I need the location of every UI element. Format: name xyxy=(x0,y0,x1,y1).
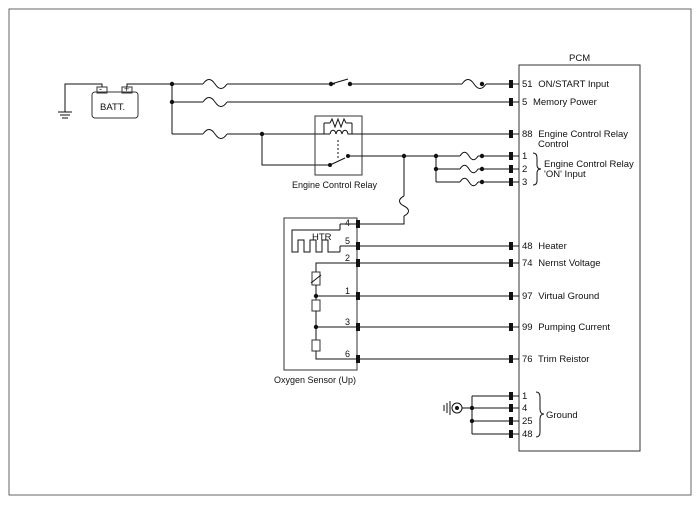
memory-power-line xyxy=(172,97,519,107)
pcm-pin-number: 99 xyxy=(522,322,533,333)
pcm-pin-number: 74 xyxy=(522,258,533,269)
on-start-line xyxy=(172,78,519,89)
relay-supply-line xyxy=(172,129,330,166)
battery-positive-wire xyxy=(126,83,172,87)
svg-text:48 Heater: 48 Heater xyxy=(522,241,567,252)
o2-pin-label: 1 xyxy=(345,286,350,296)
svg-text:76 Trim Reistor: 76 Trim Reistor xyxy=(522,354,589,365)
cell-resistor-icon xyxy=(311,339,321,352)
svg-text:97 Virtual Ground: 97 Virtual Ground xyxy=(522,291,599,302)
battery-pos-symbol: + xyxy=(124,84,129,94)
heater-element-icon xyxy=(291,229,340,253)
cell-resistor-icon xyxy=(311,299,321,312)
svg-text:99 Pumping Current: 99 Pumping Current xyxy=(522,322,610,333)
pcm-module: PCM xyxy=(518,53,641,452)
svg-text:74 Nernst Voltage: 74 Nernst Voltage xyxy=(522,258,601,269)
pcm-input-label: ON/START Input xyxy=(538,79,609,90)
pcm-input-label: Pumping Current xyxy=(538,322,610,333)
o2-pin-label: 6 xyxy=(345,349,350,359)
svg-text:88 Engine Control Relay: 88 Engine Control Relay xyxy=(522,129,628,140)
pcm-input-label: Engine Control Relay xyxy=(538,129,628,140)
o2-pin-label: 3 xyxy=(345,317,350,327)
pcm-title: PCM xyxy=(569,53,590,64)
pcm-input-label: Memory Power xyxy=(533,97,597,108)
relay-switch-contact xyxy=(329,157,346,166)
ground-pin: 4 xyxy=(522,403,527,414)
pcm-ground-lines xyxy=(462,392,519,438)
pcm-pin-number: 97 xyxy=(522,291,533,302)
relay-coil-icon xyxy=(329,129,352,135)
pcm-input-label: Heater xyxy=(538,241,567,252)
o2-pin-label: 2 xyxy=(345,253,350,263)
battery-ground-icon xyxy=(58,111,72,119)
svg-text:51 ON/START Input: 51 ON/START Input xyxy=(522,79,609,90)
relay-on-pin: 3 xyxy=(522,177,527,188)
relay-on-pin: 1 xyxy=(522,151,527,162)
heater-label: HTR xyxy=(312,232,332,243)
relay-output-lines xyxy=(356,151,519,225)
diagram-frame xyxy=(8,8,692,496)
o2-pin-label: 4 xyxy=(345,218,350,228)
battery-ground-wire xyxy=(64,83,103,112)
relay-box xyxy=(314,115,363,176)
svg-text:5 Memory Power: 5 Memory Power xyxy=(522,97,597,108)
ground-pin: 48 xyxy=(522,429,533,440)
pcm-pin-number: 51 xyxy=(522,79,533,90)
pcm-pin-number: 76 xyxy=(522,354,533,365)
pcm-input-label-line2: Control xyxy=(538,139,569,150)
pcm-pin-number: 5 xyxy=(522,97,527,108)
oxygen-sensor-pins: 4 5 2 1 3 6 xyxy=(345,218,360,363)
relay-on-brace xyxy=(532,152,542,186)
ground-brace xyxy=(535,391,545,438)
pcm-box xyxy=(518,64,641,452)
battery-label: BATT. xyxy=(100,102,125,113)
pcm-input-label: Trim Reistor xyxy=(538,354,589,365)
engine-control-relay: Engine Control Relay xyxy=(292,115,519,190)
relay-resistor-icon xyxy=(329,117,347,129)
pcm-input-label: Nernst Voltage xyxy=(538,258,600,269)
relay-on-label-line2: 'ON' Input xyxy=(544,169,586,180)
pcm-labels: 51 ON/START Input 5 Memory Power 88 Engi… xyxy=(522,79,634,440)
relay-on-pin: 2 xyxy=(522,164,527,175)
battery-box xyxy=(91,91,139,119)
ground-pin: 25 xyxy=(522,416,533,427)
pcm-input-label: Virtual Ground xyxy=(538,291,599,302)
ground-label: Ground xyxy=(546,410,578,421)
pcm-pin-number: 88 xyxy=(522,129,533,140)
pcm-pin-88 xyxy=(509,130,513,138)
ground-pin: 1 xyxy=(522,391,527,402)
chassis-ground-icon xyxy=(443,401,463,415)
relay-label: Engine Control Relay xyxy=(292,180,378,190)
battery: - + BATT. xyxy=(91,84,139,119)
relay-on-label: Engine Control Relay xyxy=(544,159,634,170)
sensor-signal-lines xyxy=(360,242,519,363)
pcm-pin-number: 48 xyxy=(522,241,533,252)
battery-neg-symbol: - xyxy=(99,84,102,94)
ignition-switch xyxy=(330,78,349,85)
oxygen-sensor-label: Oxygen Sensor (Up) xyxy=(274,375,356,385)
o2-pin-label: 5 xyxy=(345,236,350,246)
